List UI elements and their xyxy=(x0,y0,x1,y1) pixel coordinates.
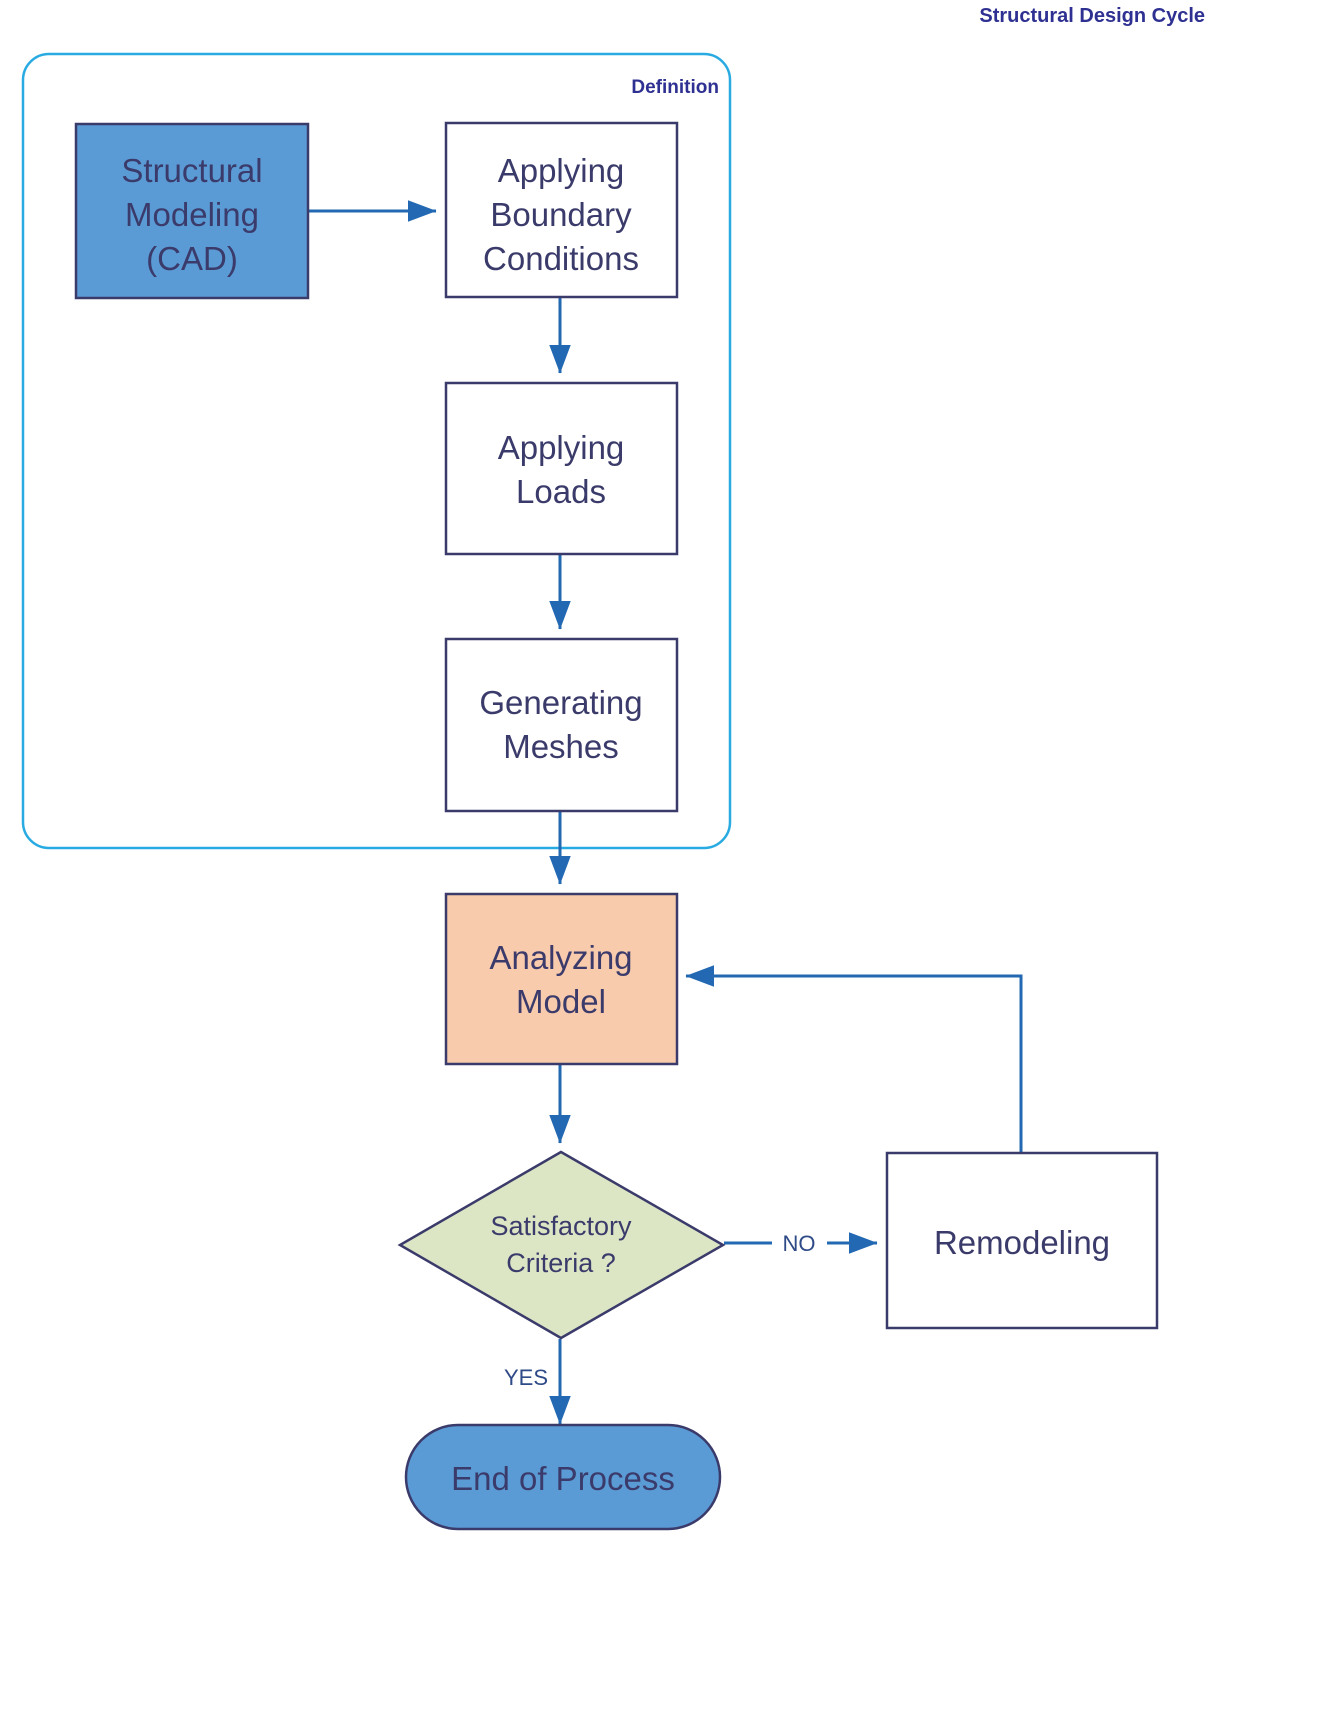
node-generating-meshes-line1: Generating xyxy=(479,684,642,721)
node-structural-modeling[interactable]: Structural Modeling (CAD) xyxy=(74,122,310,300)
node-applying-loads-shape[interactable] xyxy=(444,381,679,556)
node-generating-meshes-shape[interactable] xyxy=(444,637,679,813)
node-analyzing-model[interactable]: Analyzing Model xyxy=(444,892,679,1066)
node-applying-loads-line2: Loads xyxy=(516,473,606,510)
node-end-of-process-shape[interactable] xyxy=(404,1423,722,1531)
node-structural-modeling-line3: (CAD) xyxy=(146,240,238,277)
node-boundary-conditions-line3: Conditions xyxy=(483,240,639,277)
node-generating-meshes[interactable]: Generating Meshes xyxy=(444,637,679,813)
node-boundary-conditions-line1: Applying xyxy=(498,152,625,189)
node-boundary-conditions-line2: Boundary xyxy=(490,196,632,233)
node-satisfactory-criteria-line1: Satisfactory xyxy=(490,1211,632,1241)
node-remodeling-shape[interactable] xyxy=(885,1151,1159,1330)
node-structural-modeling-line1: Structural xyxy=(121,152,262,189)
definition-group-label: Definition xyxy=(631,77,719,98)
node-end-of-process-label: End of Process xyxy=(451,1460,675,1497)
page-title: Structural Design Cycle xyxy=(979,5,1205,27)
node-satisfactory-criteria-shape[interactable] xyxy=(397,1150,726,1340)
definition-group-container xyxy=(21,52,732,850)
node-generating-meshes-line2: Meshes xyxy=(503,728,619,765)
node-analyzing-model-line1: Analyzing xyxy=(489,939,632,976)
edge-remodeling-to-analyzing xyxy=(685,965,1023,1152)
node-boundary-conditions[interactable]: Applying Boundary Conditions xyxy=(444,121,679,299)
node-satisfactory-criteria[interactable]: Satisfactory Criteria ? xyxy=(397,1150,726,1340)
edge-label-yes: YES xyxy=(504,1365,548,1390)
node-satisfactory-criteria-line2: Criteria ? xyxy=(506,1248,616,1278)
node-applying-loads[interactable]: Applying Loads xyxy=(444,381,679,556)
node-boundary-conditions-shape[interactable] xyxy=(444,121,679,299)
node-analyzing-model-line2: Model xyxy=(516,983,606,1020)
node-end-of-process[interactable]: End of Process xyxy=(404,1423,722,1531)
node-remodeling[interactable]: Remodeling xyxy=(885,1151,1159,1330)
node-remodeling-label: Remodeling xyxy=(934,1224,1110,1261)
node-applying-loads-line1: Applying xyxy=(498,429,625,466)
node-analyzing-model-shape[interactable] xyxy=(444,892,679,1066)
node-structural-modeling-line2: Modeling xyxy=(125,196,259,233)
edge-label-no: NO xyxy=(783,1231,816,1256)
node-structural-modeling-shape[interactable] xyxy=(74,122,310,300)
